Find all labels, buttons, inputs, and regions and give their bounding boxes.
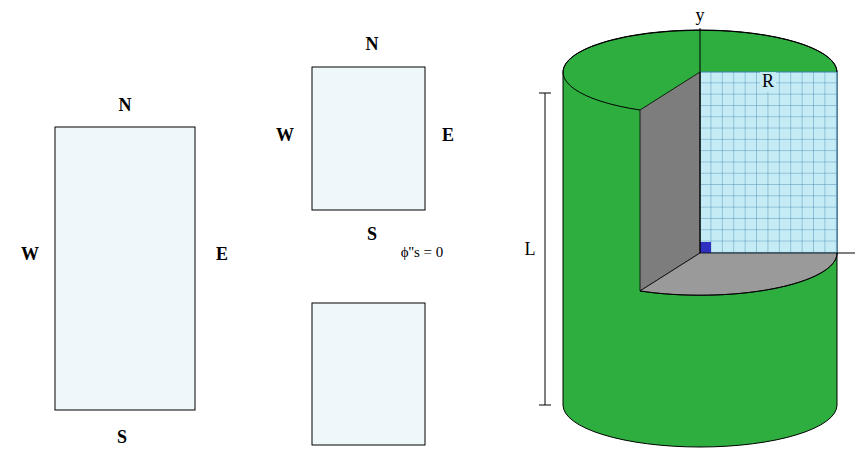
compass-label: W (21, 245, 39, 265)
compass-label: E (216, 245, 228, 265)
dimension-label: L (523, 240, 538, 260)
boundary-condition: ϕ''s = 0 (401, 244, 444, 261)
dimension-label: R (760, 72, 776, 92)
compass-label: S (117, 428, 127, 448)
control-volume (55, 127, 195, 410)
compass-label: S (367, 225, 377, 245)
axis-label: y (694, 6, 707, 26)
cylinder (539, 28, 855, 447)
compass-label: N (119, 96, 132, 116)
compass-label: N (366, 35, 379, 55)
compass-label: W (276, 126, 294, 146)
compass-label: E (442, 126, 454, 146)
control-volume (312, 67, 425, 210)
control-volume (312, 303, 425, 445)
